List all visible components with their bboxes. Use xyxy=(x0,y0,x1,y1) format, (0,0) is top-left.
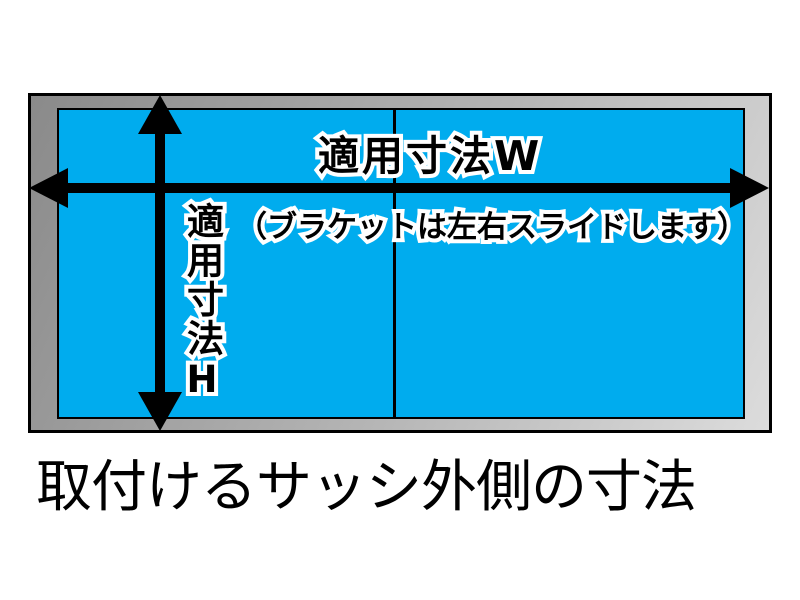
meeting-rail-line xyxy=(393,110,396,417)
height-dimension-label-outline: 適用寸法H xyxy=(177,198,228,407)
bracket-slide-note-text: （ブラケットは左右スライドします） xyxy=(237,210,747,245)
glass-pane xyxy=(57,108,745,419)
height-dimension-label: 適用寸法H 適用寸法H xyxy=(177,198,228,407)
width-dimension-arrow xyxy=(29,168,769,208)
bracket-slide-note-outline: （ブラケットは左右スライドします） xyxy=(233,209,751,247)
width-dimension-label-text: 適用寸法W xyxy=(318,132,543,180)
caption-text: 取付けるサッシ外側の寸法 xyxy=(36,455,697,520)
width-dimension-label-outline: 適用寸法W xyxy=(314,132,543,181)
height-dimension-label-text: 適用寸法H xyxy=(180,202,224,403)
height-dimension-arrow xyxy=(138,95,182,431)
